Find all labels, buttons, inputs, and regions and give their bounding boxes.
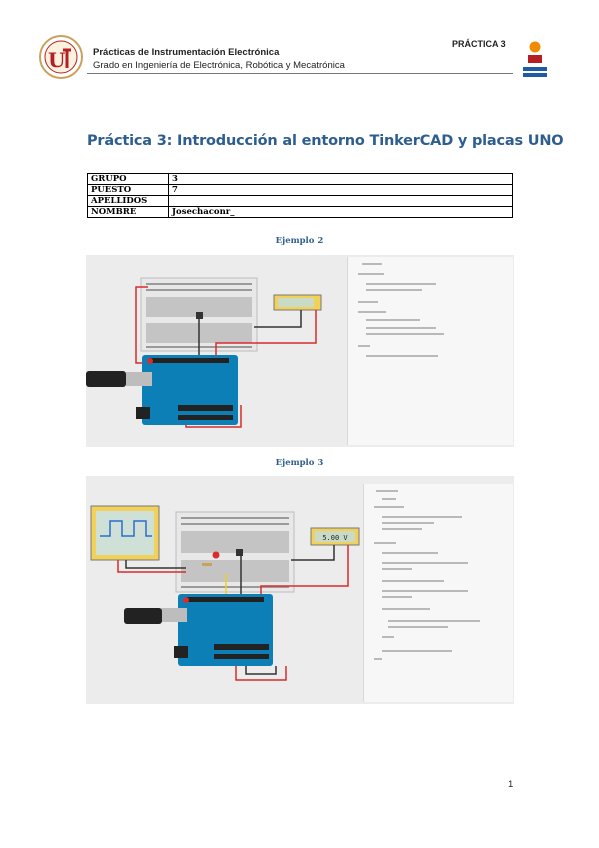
page-number: 1 [508,779,514,790]
svg-text:U: U [48,48,65,72]
push-button [236,549,243,556]
usb-port [126,372,152,386]
resistor [202,563,212,566]
document-title: Práctica 3: Introducción al entorno Tink… [87,133,564,149]
code-editor-pane [363,484,513,702]
header-practice-label: PRÁCTICA 3 [452,39,506,49]
table-value: 7 [168,184,513,196]
table-value [168,195,513,207]
multimeter-reading: 5.00 V [322,534,348,542]
circuit-diagram [86,277,322,428]
figure-caption-example2: Ejemplo 2 [275,236,324,246]
table-value: Josechaconr_ [168,206,513,218]
usb-port [161,608,187,622]
multimeter-display [315,531,355,542]
tinkercad-screenshot-example2 [86,255,514,447]
push-button [196,312,203,319]
code-editor-pane [347,257,513,445]
header-degree-subtitle: Grado en Ingeniería de Electrónica, Robó… [93,60,345,71]
square-wave-trace [100,520,152,537]
header-course-title: Prácticas de Instrumentación Electrónica [93,47,280,58]
table-key: PUESTO [87,184,169,196]
table-row: GRUPO 3 [87,173,513,185]
table-key: APELLIDOS [87,195,169,207]
arduino-uno-board [142,355,238,425]
multimeter-display [278,298,314,307]
table-row: NOMBRE Josechaconr_ [87,206,513,218]
student-info-table: GRUPO 3 PUESTO 7 APELLIDOS NOMBRE Josech… [87,173,513,218]
table-key: GRUPO [87,173,169,185]
tinkercad-screenshot-example3: 5.00 V [86,476,514,704]
figure-caption-example3: Ejemplo 3 [275,458,324,468]
table-row: PUESTO 7 [87,184,513,196]
circuit-diagram: 5.00 V [90,505,360,681]
breadboard [175,511,295,593]
usb-cable [124,608,162,624]
table-value: 3 [168,173,513,185]
usb-cable [86,371,126,387]
header-divider [87,73,513,74]
table-key: NOMBRE [87,206,169,218]
university-seal-logo: U [39,35,83,79]
oscilloscope-screen [96,511,154,555]
led [212,551,220,559]
school-logo [523,41,547,77]
table-row: APELLIDOS [87,195,513,207]
